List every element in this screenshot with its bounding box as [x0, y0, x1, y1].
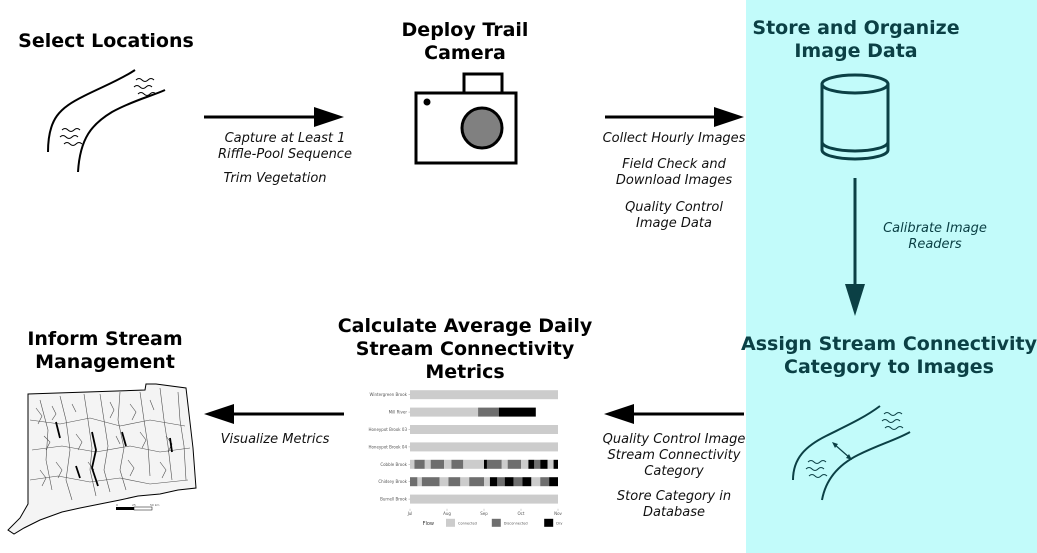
- chart-row-label: Wintergreen Brook: [370, 392, 408, 397]
- chart-segment-connected: [531, 477, 541, 487]
- chart-segment-connected: [444, 459, 452, 469]
- step-title-assign-category: Assign Stream Connectivity Category to I…: [741, 333, 1037, 378]
- chart-legend-swatch: [544, 518, 554, 527]
- chart-legend-swatch: [491, 518, 501, 527]
- database-icon: [820, 73, 890, 161]
- chart-x-tick-label: Sep: [480, 511, 488, 516]
- chart-x-tick-label: Nov: [554, 511, 562, 516]
- arrow-calculate-to-inform: [204, 404, 344, 424]
- chart-segment-disconnected: [507, 459, 521, 469]
- storage-panel-background: [746, 0, 1037, 553]
- chart-segment-disconnected: [486, 459, 502, 469]
- chart-legend-entry: Connected: [458, 521, 477, 525]
- arrow-store-to-assign: [845, 178, 865, 316]
- chart-segment-connected: [410, 494, 558, 504]
- chart-legend-swatch: [446, 518, 455, 527]
- chart-row-label: Cobble Brook: [380, 462, 407, 467]
- chart-segment-disconnected: [469, 477, 484, 487]
- step-title-store-data: Store and Organize Image Data: [752, 17, 960, 62]
- arrow-select-to-deploy: [204, 107, 344, 127]
- chart-segment-connected: [410, 459, 415, 469]
- chart-segment-disconnected: [513, 477, 523, 487]
- chart-segment-dry: [498, 407, 536, 417]
- chart-segment-connected: [439, 477, 449, 487]
- note-trim-vegetation: Trim Vegetation: [223, 171, 327, 186]
- chart-row-label: Mill River: [389, 410, 408, 415]
- svg-text:25: 25: [132, 503, 136, 507]
- chart-segment-disconnected: [430, 459, 445, 469]
- chart-segment-disconnected: [448, 477, 461, 487]
- chart-segment-dry: [522, 477, 532, 487]
- chart-segment-dry: [540, 459, 548, 469]
- chart-segment-dry: [489, 477, 498, 487]
- chart-row-label: Honeypot Brook 03: [368, 427, 407, 432]
- note-calibrate-readers: Calibrate Image Readers: [883, 221, 987, 252]
- stream-connectivity-icon: [792, 405, 911, 501]
- chart-segment-connected: [424, 459, 431, 469]
- chart-segment-disconnected: [540, 477, 550, 487]
- stream-icon: [47, 69, 166, 173]
- chart-segment-dry: [504, 477, 514, 487]
- note-store-category: Store Category in Database: [616, 489, 732, 520]
- chart-segment-dry: [528, 459, 535, 469]
- chart-segment-connected: [410, 390, 558, 400]
- chart-segment-connected: [501, 459, 508, 469]
- chart-segment-dry: [549, 477, 558, 487]
- chart-segment-connected: [417, 477, 422, 487]
- note-quality-control-category: Quality Control Image Stream Connectivit…: [602, 432, 746, 479]
- chart-row-label: Chidsey Brook: [378, 479, 407, 484]
- chart-row-label: Burnell Brook: [380, 497, 408, 502]
- chart-legend-entry: Dry: [556, 521, 562, 525]
- chart-segment-connected: [547, 459, 554, 469]
- chart-segment-connected: [460, 477, 470, 487]
- chart-segment-disconnected: [414, 459, 425, 469]
- chart-segment-disconnected: [497, 477, 505, 487]
- camera-icon: [414, 72, 518, 165]
- chart-segment-disconnected: [534, 459, 541, 469]
- step-title-calculate-metrics: Calculate Average Daily Stream Connectiv…: [337, 315, 593, 383]
- chart-x-tick-label: Aug: [443, 511, 451, 516]
- chart-legend-title: Flow: [423, 521, 434, 527]
- arrow-deploy-to-store: [605, 107, 744, 127]
- chart-segment-dry: [484, 459, 487, 469]
- chart-segment-disconnected: [421, 477, 440, 487]
- chart-segment-connected: [484, 477, 490, 487]
- chart-segment-connected: [463, 459, 484, 469]
- svg-text:50 km: 50 km: [150, 503, 160, 507]
- stream-network-map-icon: 0 25 50 km: [7, 383, 197, 535]
- chart-segment-dry: [553, 459, 558, 469]
- step-title-deploy-camera: Deploy Trail Camera: [401, 19, 529, 64]
- chart-legend-entry: Disconnected: [504, 521, 528, 525]
- note-field-check: Field Check and Download Images: [615, 157, 733, 188]
- svg-text:0: 0: [116, 503, 118, 507]
- chart-segment-disconnected: [478, 407, 499, 417]
- chart-segment-connected: [521, 459, 529, 469]
- chart-segment-connected: [410, 425, 558, 434]
- chart-row-label: Honeypot Brook 04: [368, 444, 407, 449]
- note-collect-hourly: Collect Hourly Images: [602, 131, 746, 146]
- chart-segment-disconnected: [451, 459, 464, 469]
- chart-x-tick-label: Jul: [407, 511, 413, 516]
- chart-segment-connected: [410, 407, 479, 417]
- note-quality-control-image-data: Quality Control Image Data: [625, 200, 723, 231]
- note-visualize-metrics: Visualize Metrics: [220, 432, 330, 447]
- chart-x-tick-label: Oct: [518, 511, 525, 516]
- arrow-assign-to-calculate: [604, 404, 744, 424]
- chart-segment-connected: [410, 442, 558, 452]
- chart-segment-disconnected: [410, 477, 418, 487]
- step-title-inform-management: Inform Stream Management: [27, 328, 183, 373]
- note-capture-riffle-pool: Capture at Least 1 Riffle-Pool Sequence: [218, 131, 352, 162]
- step-title-select-locations: Select Locations: [18, 30, 194, 52]
